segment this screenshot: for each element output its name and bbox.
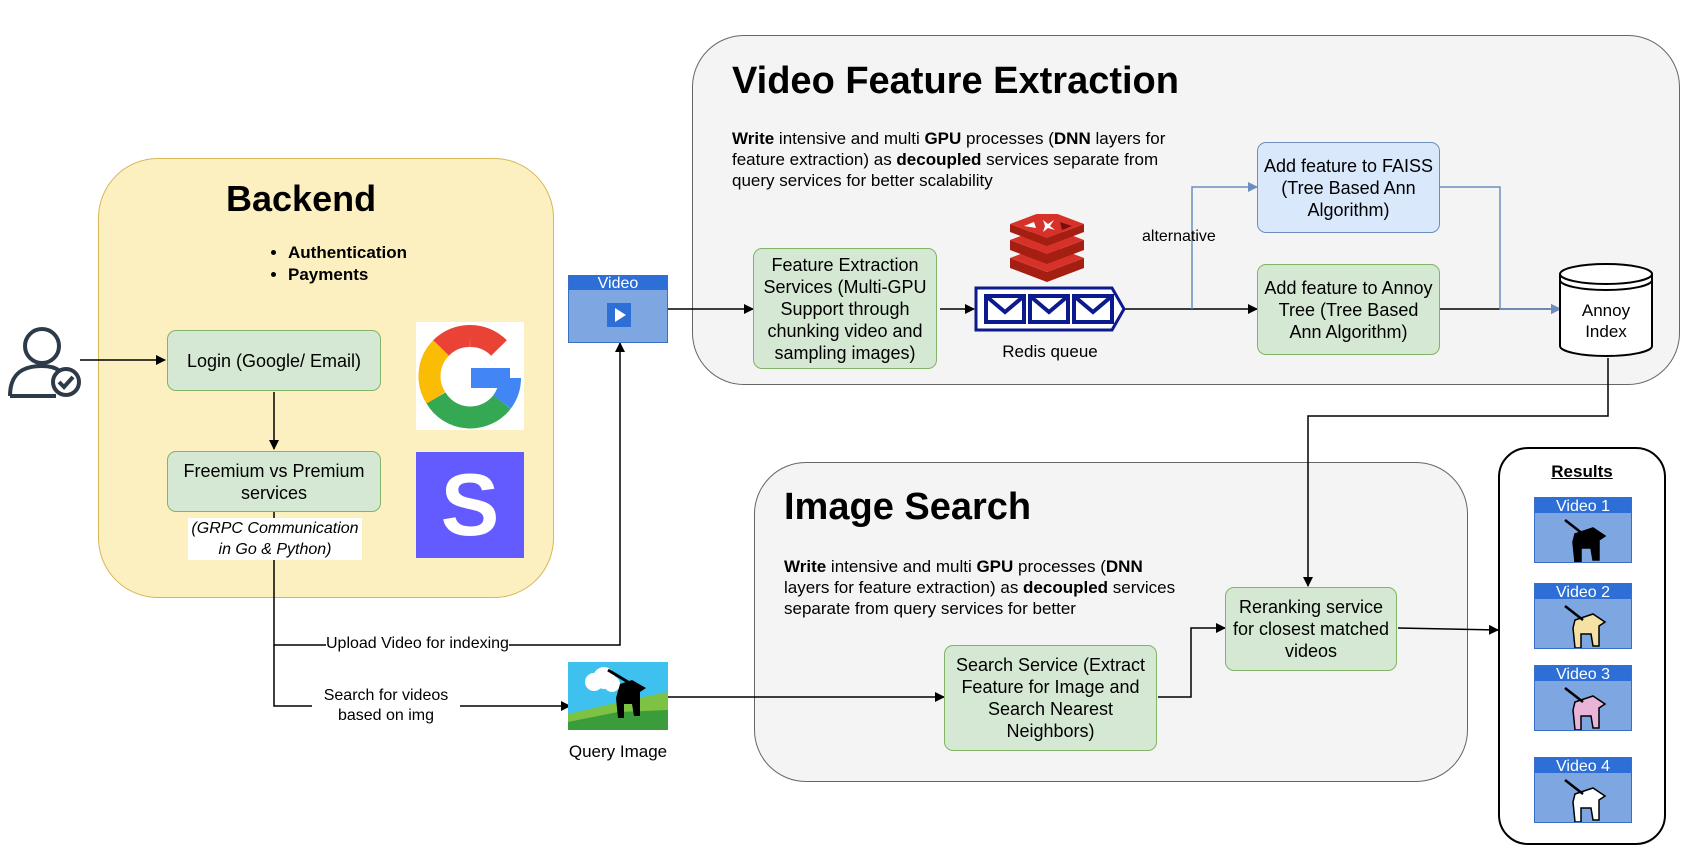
query-image-label: Query Image bbox=[568, 742, 668, 761]
feature-extraction-box: Feature Extraction Services (Multi-GPU S… bbox=[753, 248, 937, 369]
reranking-box: Reranking service for closest matched vi… bbox=[1225, 587, 1397, 671]
search-service-box: Search Service (Extract Feature for Imag… bbox=[944, 645, 1157, 751]
description-segment: processes ( bbox=[961, 129, 1054, 148]
description-segment: services separate from query services fo… bbox=[784, 578, 1176, 618]
description-segment: decoupled bbox=[1023, 578, 1109, 597]
image-search-description: Write intensive and multi GPU processes … bbox=[784, 556, 1184, 619]
description-segment: decoupled bbox=[896, 150, 982, 169]
description-segment: processes ( bbox=[1013, 557, 1106, 576]
description-segment: layers for feature extraction) as bbox=[784, 578, 1024, 597]
redis-icon bbox=[1010, 214, 1084, 282]
video-title-bar bbox=[1535, 498, 1631, 513]
upload-label: Upload Video for indexing bbox=[326, 635, 509, 653]
result-video-card[interactable]: Video 1 bbox=[1534, 497, 1632, 563]
video-icon bbox=[568, 275, 668, 343]
redis-queue-label: Redis queue bbox=[1002, 342, 1098, 361]
google-logo bbox=[416, 322, 524, 430]
description-segment: GPU bbox=[976, 557, 1014, 576]
login-box: Login (Google/ Email) bbox=[167, 330, 381, 391]
backend-bullets: Authentication Payments bbox=[268, 242, 407, 286]
query-image-icon bbox=[568, 662, 668, 730]
description-segment: intensive and multi bbox=[774, 129, 925, 148]
result-video-label: Video 4 bbox=[1556, 758, 1610, 775]
results-title: Results bbox=[1551, 462, 1613, 481]
annoy-tree-box: Add feature to Annoy Tree (Tree Based An… bbox=[1257, 264, 1440, 355]
dog-icon bbox=[1564, 519, 1607, 562]
backend-title: Backend bbox=[226, 178, 377, 219]
vfe-description: Write intensive and multi GPU processes … bbox=[732, 128, 1192, 191]
services-box: Freemium vs Premium services bbox=[167, 451, 381, 512]
stripe-logo: S bbox=[416, 452, 524, 558]
description-segment: DNN bbox=[1105, 557, 1143, 576]
bullet-payments: Payments bbox=[288, 264, 407, 286]
faiss-box: Add feature to FAISS (Tree Based Ann Alg… bbox=[1257, 142, 1440, 233]
result-video-label: Video 2 bbox=[1556, 584, 1610, 601]
video-title-bar bbox=[1535, 758, 1631, 773]
queue-icon bbox=[974, 286, 1126, 332]
video-icon-label: Video bbox=[597, 275, 639, 292]
dog-icon bbox=[1564, 605, 1607, 648]
result-video-card[interactable]: Video 2 bbox=[1534, 583, 1632, 649]
description-segment: GPU bbox=[924, 129, 962, 148]
annoy-index-label: Annoy Index bbox=[1581, 301, 1631, 341]
description-segment: layers for feature extraction) as bbox=[732, 129, 1166, 169]
image-search-title: Image Search bbox=[784, 486, 1032, 528]
result-video-label: Video 3 bbox=[1556, 666, 1610, 683]
dog-icon bbox=[1564, 779, 1607, 822]
vfe-title: Video Feature Extraction bbox=[732, 60, 1179, 102]
user-check-icon bbox=[8, 327, 81, 398]
result-video-card[interactable]: Video 4 bbox=[1534, 757, 1632, 823]
result-video-card[interactable]: Video 3 bbox=[1534, 665, 1632, 731]
description-segment: DNN bbox=[1053, 129, 1091, 148]
annoy-index-database-icon bbox=[1559, 263, 1653, 357]
alternative-label: alternative bbox=[1142, 228, 1216, 245]
video-title-bar bbox=[1535, 584, 1631, 599]
grpc-note: (GRPC Communication in Go & Python) bbox=[188, 518, 362, 560]
description-segment: services separate from query services fo… bbox=[732, 150, 1159, 190]
video-title-bar bbox=[1535, 666, 1631, 681]
search-label: Search for videos based on img bbox=[312, 686, 460, 726]
description-segment: Write bbox=[732, 129, 775, 148]
bullet-authentication: Authentication bbox=[288, 242, 407, 264]
dog-icon bbox=[1564, 687, 1607, 730]
result-video-label: Video 1 bbox=[1556, 498, 1610, 515]
description-segment: intensive and multi bbox=[826, 557, 977, 576]
description-segment: Write bbox=[784, 557, 827, 576]
